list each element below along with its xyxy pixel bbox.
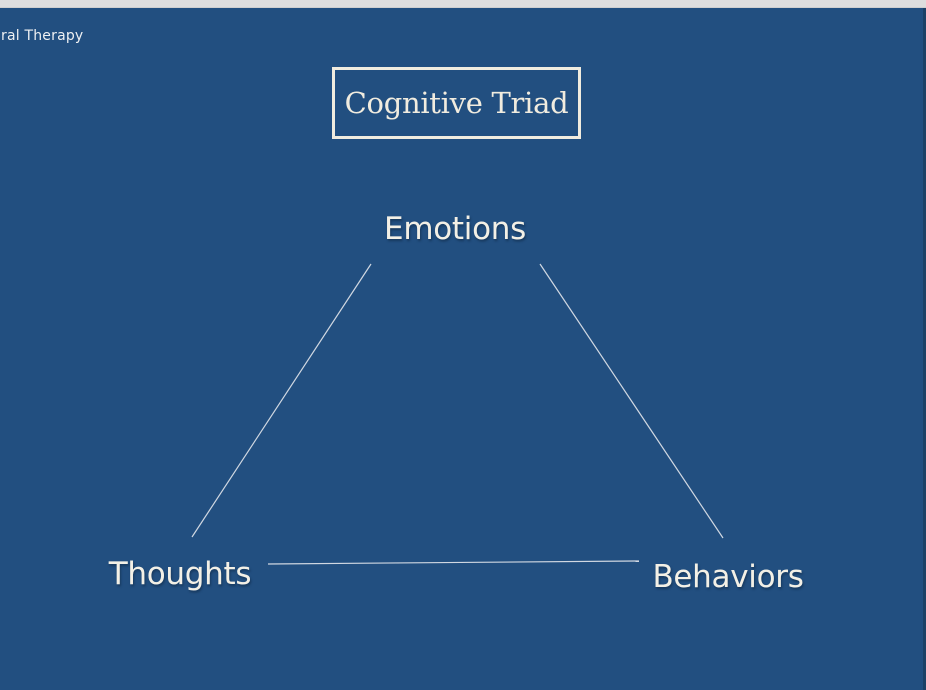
deck-title-partial: ral Therapy bbox=[1, 28, 84, 44]
window-top-bar bbox=[0, 0, 926, 8]
slide-title-box: Cognitive Triad bbox=[332, 67, 581, 139]
edge-emotions-thoughts bbox=[191, 263, 372, 538]
node-label-behaviors: Behaviors bbox=[652, 559, 804, 595]
window-right-edge bbox=[923, 8, 926, 690]
slide-canvas[interactable]: ral Therapy Cognitive Triad Emotions Tho… bbox=[0, 8, 926, 690]
node-label-thoughts: Thoughts bbox=[108, 556, 252, 592]
edge-emotions-behaviors bbox=[539, 263, 724, 539]
node-label-emotions: Emotions bbox=[384, 211, 526, 247]
slide-title: Cognitive Triad bbox=[344, 86, 569, 120]
edge-thoughts-behaviors bbox=[267, 560, 640, 565]
